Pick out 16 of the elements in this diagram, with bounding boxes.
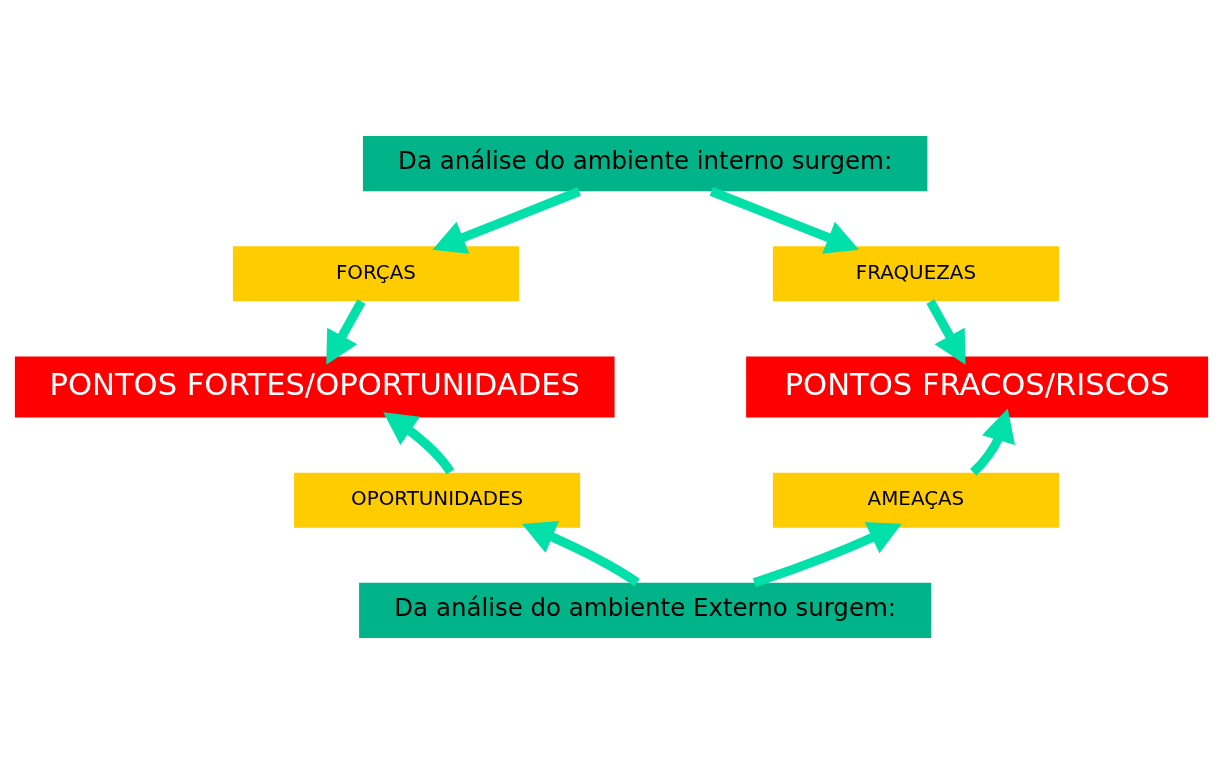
arrow bbox=[926, 298, 966, 365]
node-box: FORÇAS bbox=[232, 245, 519, 301]
node-box: Da análise do ambiente Externo surgem: bbox=[359, 582, 932, 638]
node-box: PONTOS FRACOS/RISCOS bbox=[746, 355, 1209, 418]
arrow bbox=[752, 521, 902, 587]
arrow bbox=[970, 408, 1016, 476]
arrow bbox=[522, 520, 640, 586]
arrow bbox=[709, 186, 860, 254]
arrow bbox=[383, 411, 455, 474]
node-box: PONTOS FORTES/OPORTUNIDADES bbox=[14, 355, 615, 418]
node-box: FRAQUEZAS bbox=[772, 245, 1059, 301]
node-box: AMEAÇAS bbox=[772, 472, 1059, 528]
node-box: OPORTUNIDADES bbox=[294, 472, 581, 528]
arrow bbox=[432, 186, 581, 254]
arrow bbox=[326, 298, 366, 365]
node-box: Da análise do ambiente interno surgem: bbox=[362, 135, 928, 191]
